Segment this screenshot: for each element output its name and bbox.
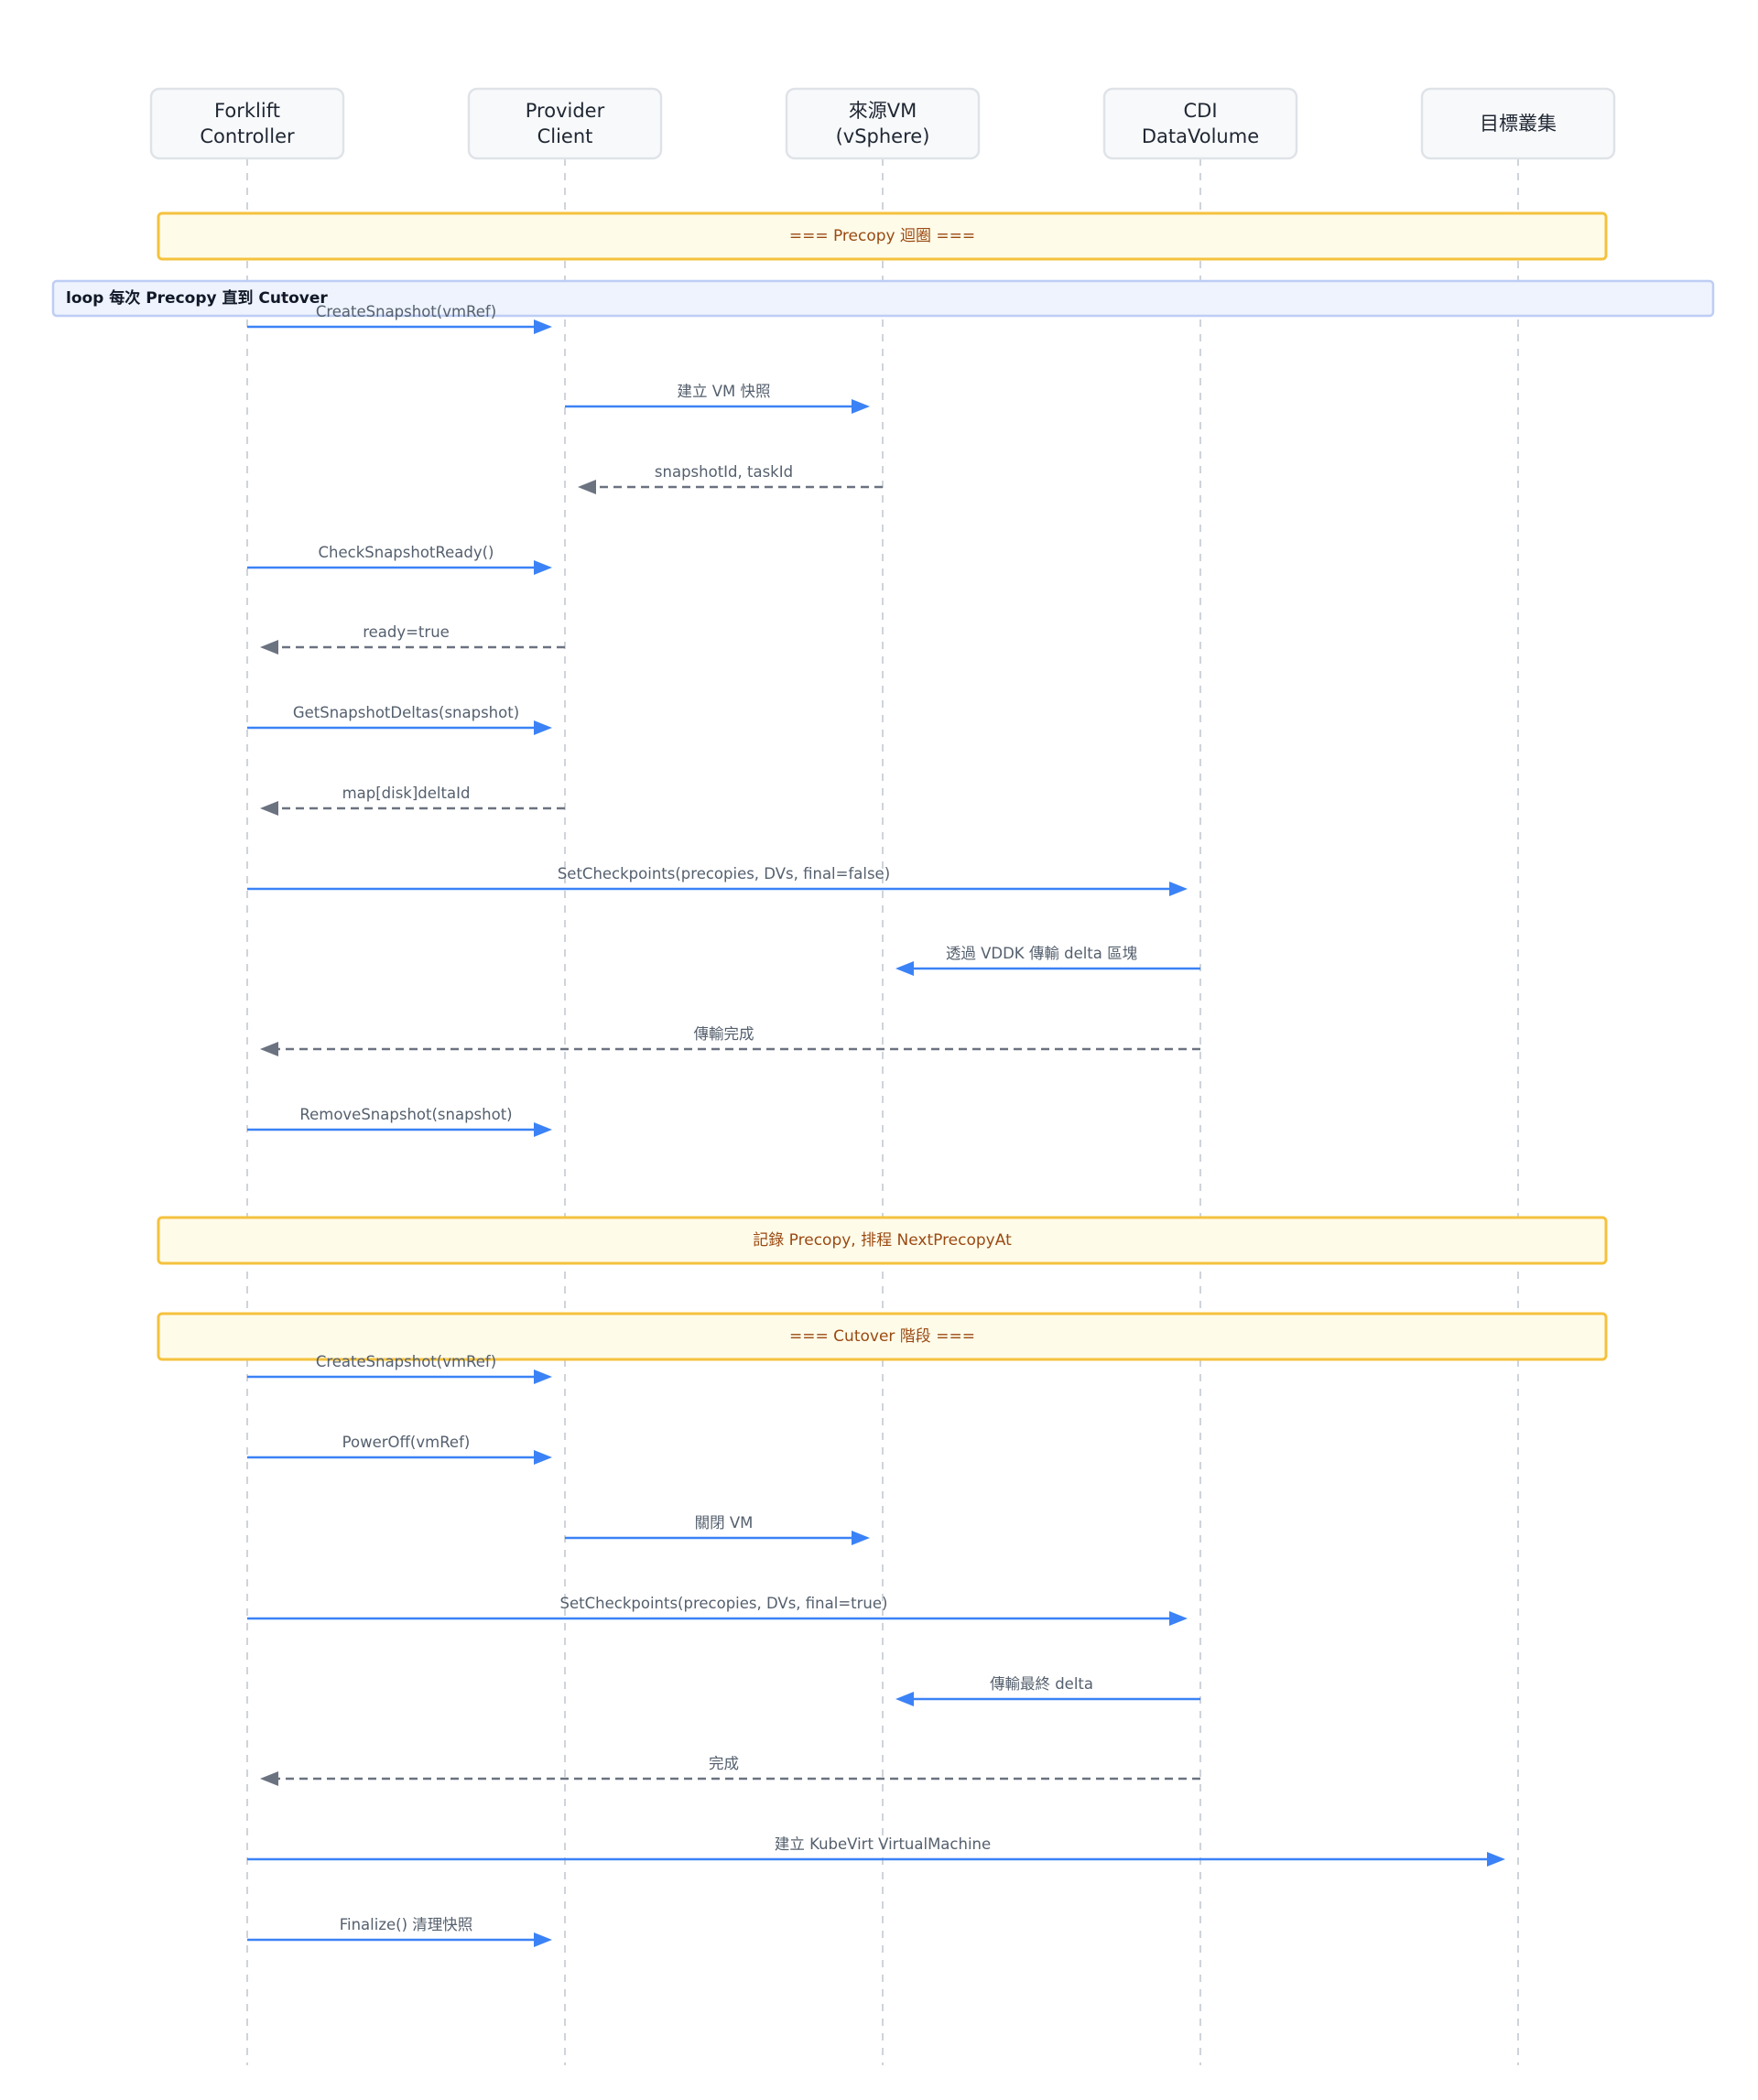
arrowhead xyxy=(895,961,914,976)
arrowhead xyxy=(260,1042,278,1056)
message-label: snapshotId, taskId xyxy=(655,463,793,481)
arrowhead xyxy=(1169,882,1188,896)
message-call: 建立 KubeVirt VirtualMachine xyxy=(247,1835,1505,1867)
arrowhead xyxy=(534,1932,552,1947)
message-call: GetSnapshotDeltas(snapshot) xyxy=(247,704,552,735)
message-label: GetSnapshotDeltas(snapshot) xyxy=(293,704,519,721)
note-text: 記錄 Precopy, 排程 NextPrecopyAt xyxy=(753,1231,1012,1250)
message-label: CreateSnapshot(vmRef) xyxy=(316,303,496,320)
message-label: 建立 VM 快照 xyxy=(677,383,770,400)
message-call: CheckSnapshotReady() xyxy=(247,544,552,575)
message-label: ready=true xyxy=(363,623,450,641)
message-call: PowerOff(vmRef) xyxy=(247,1434,552,1465)
arrowhead xyxy=(534,720,552,735)
note: === Precopy 迴圈 === xyxy=(157,211,1608,261)
message-return: ready=true xyxy=(260,623,565,655)
participant-label: Controller xyxy=(200,125,295,147)
arrowhead xyxy=(534,560,552,575)
participant-label: (vSphere) xyxy=(836,125,930,147)
participant-cdi: CDI DataVolume xyxy=(1102,87,1298,160)
message-label: 完成 xyxy=(709,1755,739,1772)
arrowhead xyxy=(895,1692,914,1706)
participant-box xyxy=(1102,87,1298,160)
message-call: CreateSnapshot(vmRef) xyxy=(247,303,552,334)
arrowhead xyxy=(852,399,870,414)
arrowhead xyxy=(534,319,552,334)
message-label: 關閉 VM xyxy=(695,1514,754,1532)
participant-target: 目標叢集 xyxy=(1420,87,1616,160)
participant-label: Provider xyxy=(526,100,605,122)
participant-label: Client xyxy=(537,125,593,147)
message-label: PowerOff(vmRef) xyxy=(342,1434,471,1451)
participant-label: Forklift xyxy=(214,100,280,122)
arrowhead xyxy=(534,1122,552,1137)
message-label: CreateSnapshot(vmRef) xyxy=(316,1353,496,1370)
participant-box xyxy=(1420,87,1616,160)
message-call: SetCheckpoints(precopies, DVs, final=fal… xyxy=(247,865,1188,896)
arrowhead xyxy=(1169,1611,1188,1626)
message-return: 傳輸完成 xyxy=(260,1025,1200,1056)
message-call: SetCheckpoints(precopies, DVs, final=tru… xyxy=(247,1595,1188,1626)
arrowhead xyxy=(534,1369,552,1384)
message-label: 透過 VDDK 傳輸 delta 區塊 xyxy=(946,945,1137,962)
message-label: 建立 KubeVirt VirtualMachine xyxy=(775,1835,991,1853)
loop-frame: loop 每次 Precopy 直到 Cutover xyxy=(51,279,1715,318)
message-return: map[disk]deltaId xyxy=(260,785,565,816)
participant-box xyxy=(785,87,981,160)
participant-label: 來源VM xyxy=(849,100,917,122)
message-label: RemoveSnapshot(snapshot) xyxy=(299,1106,512,1123)
note-text: === Cutover 階段 === xyxy=(789,1327,975,1346)
arrowhead xyxy=(260,801,278,816)
message-label: 傳輸完成 xyxy=(694,1025,754,1043)
message-label: SetCheckpoints(precopies, DVs, final=tru… xyxy=(560,1595,888,1612)
participant-label: DataVolume xyxy=(1142,125,1259,147)
message-call: 傳輸最終 delta xyxy=(895,1675,1200,1706)
loop-box xyxy=(51,279,1715,318)
note: === Cutover 階段 === xyxy=(157,1312,1608,1361)
note-box xyxy=(157,1216,1608,1265)
arrowhead xyxy=(1487,1852,1505,1867)
note-box xyxy=(157,1312,1608,1361)
note-text: === Precopy 迴圈 === xyxy=(789,227,975,245)
message-label: 傳輸最終 delta xyxy=(990,1675,1093,1693)
message-call: RemoveSnapshot(snapshot) xyxy=(247,1106,552,1137)
participant-label: CDI xyxy=(1183,100,1217,122)
note: 記錄 Precopy, 排程 NextPrecopyAt xyxy=(157,1216,1608,1265)
participant-source: 來源VM (vSphere) xyxy=(785,87,981,160)
note-box xyxy=(157,211,1608,261)
messages: CreateSnapshot(vmRef) 建立 VM 快照 snapshotId,… xyxy=(247,303,1505,1947)
arrowhead xyxy=(852,1531,870,1545)
message-call: 關閉 VM xyxy=(565,1514,870,1545)
participant-label: 目標叢集 xyxy=(1480,113,1557,135)
message-label: Finalize() 清理快照 xyxy=(340,1916,473,1933)
lifelines xyxy=(246,158,1519,2065)
arrowhead xyxy=(578,480,596,494)
message-call: 透過 VDDK 傳輸 delta 區塊 xyxy=(895,945,1200,976)
arrowhead xyxy=(260,1771,278,1786)
arrowhead xyxy=(260,640,278,655)
frames: === Precopy 迴圈 === loop 每次 Precopy 直到 Cut… xyxy=(51,211,1715,1361)
arrowhead xyxy=(534,1450,552,1465)
participant-box xyxy=(149,87,345,160)
message-label: map[disk]deltaId xyxy=(342,785,471,802)
message-call: CreateSnapshot(vmRef) xyxy=(247,1353,552,1384)
message-return: snapshotId, taskId xyxy=(578,463,883,494)
loop-label: loop 每次 Precopy 直到 Cutover xyxy=(66,288,328,308)
message-return: 完成 xyxy=(260,1755,1200,1786)
message-label: SetCheckpoints(precopies, DVs, final=fal… xyxy=(558,865,890,882)
message-call: Finalize() 清理快照 xyxy=(247,1916,552,1947)
participant-box xyxy=(467,87,663,160)
message-label: CheckSnapshotReady() xyxy=(319,544,494,561)
message-call: 建立 VM 快照 xyxy=(565,383,870,414)
